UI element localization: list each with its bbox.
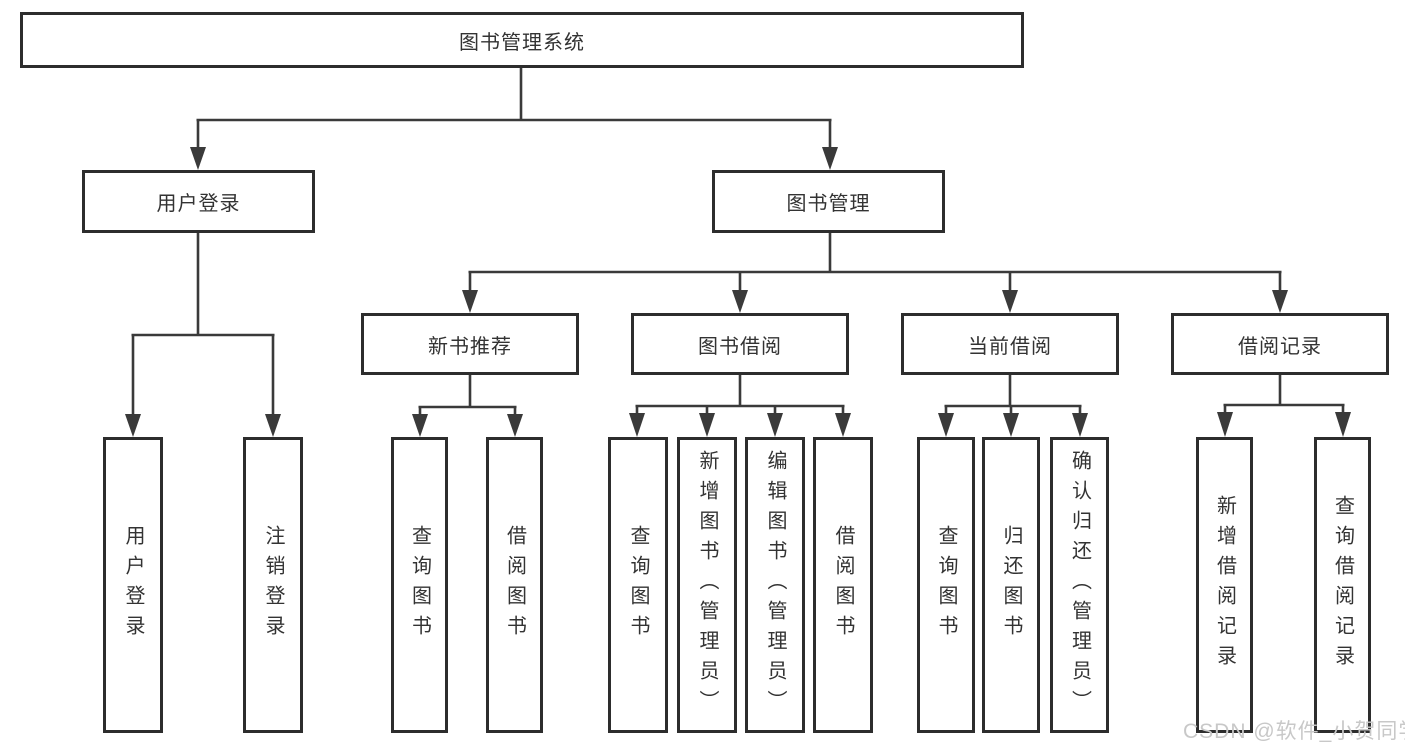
leaf-query-books-recommend: 查询图书 bbox=[391, 437, 448, 733]
node-label: 新增借阅记录 bbox=[1213, 495, 1236, 675]
leaf-borrow-books-recommend: 借阅图书 bbox=[486, 437, 543, 733]
node-label: 编辑图书（管理员） bbox=[764, 450, 786, 720]
node-current-borrowing: 当前借阅 bbox=[901, 313, 1119, 375]
node-label: 新书推荐 bbox=[428, 335, 512, 358]
connector-book-borrowing-split bbox=[629, 375, 851, 437]
node-label: 新增图书（管理员） bbox=[696, 450, 718, 720]
node-label: 图书管理 bbox=[786, 193, 871, 215]
leaf-logout: 注销登录 bbox=[243, 437, 303, 733]
connector-current-borrowing-split bbox=[938, 375, 1088, 437]
connector-root-split bbox=[190, 66, 838, 170]
leaf-confirm-return-admin: 确认归还（管理员） bbox=[1050, 437, 1109, 733]
node-label: 查询图书 bbox=[408, 525, 431, 645]
node-label: 当前借阅 bbox=[968, 335, 1052, 358]
node-label: 查询图书 bbox=[935, 525, 957, 645]
csdn-watermark: CSDN @软件_小贺同学 bbox=[1183, 720, 1405, 743]
leaf-edit-books-admin: 编辑图书（管理员） bbox=[745, 437, 805, 733]
leaf-query-borrow-record: 查询借阅记录 bbox=[1314, 437, 1371, 733]
leaf-borrow-books: 借阅图书 bbox=[813, 437, 873, 733]
node-label: 查询借阅记录 bbox=[1331, 495, 1354, 675]
node-label: 用户登录 bbox=[156, 193, 241, 215]
node-new-book-recommendation: 新书推荐 bbox=[361, 313, 579, 375]
node-label: 借阅记录 bbox=[1238, 335, 1322, 358]
node-book-borrowing: 图书借阅 bbox=[631, 313, 849, 375]
leaf-user-login: 用户登录 bbox=[103, 437, 163, 733]
connector-user-login-split bbox=[125, 233, 281, 437]
node-label: 借阅图书 bbox=[832, 525, 854, 645]
node-label: 查询图书 bbox=[627, 525, 649, 645]
connector-new-book-recommendation-split bbox=[412, 375, 523, 437]
node-label: 图书管理系统 bbox=[459, 31, 585, 54]
node-book-management-system: 图书管理系统 bbox=[20, 12, 1024, 68]
node-borrowing-records: 借阅记录 bbox=[1171, 313, 1389, 375]
connector-book-management-split bbox=[462, 233, 1288, 313]
node-label: 归还图书 bbox=[1000, 525, 1022, 645]
connector-borrowing-records-split bbox=[1217, 375, 1351, 437]
leaf-add-books-admin: 新增图书（管理员） bbox=[677, 437, 737, 733]
leaf-add-borrow-record: 新增借阅记录 bbox=[1196, 437, 1253, 733]
leaf-return-books: 归还图书 bbox=[982, 437, 1040, 733]
node-label: 用户登录 bbox=[122, 525, 144, 645]
node-label: 图书借阅 bbox=[698, 335, 782, 358]
leaf-query-books-current: 查询图书 bbox=[917, 437, 975, 733]
node-label: 确认归还（管理员） bbox=[1068, 450, 1091, 720]
node-label: 借阅图书 bbox=[503, 525, 526, 645]
leaf-query-books: 查询图书 bbox=[608, 437, 668, 733]
node-user-login: 用户登录 bbox=[82, 170, 315, 233]
node-label: 注销登录 bbox=[262, 525, 284, 645]
node-book-management: 图书管理 bbox=[712, 170, 945, 233]
